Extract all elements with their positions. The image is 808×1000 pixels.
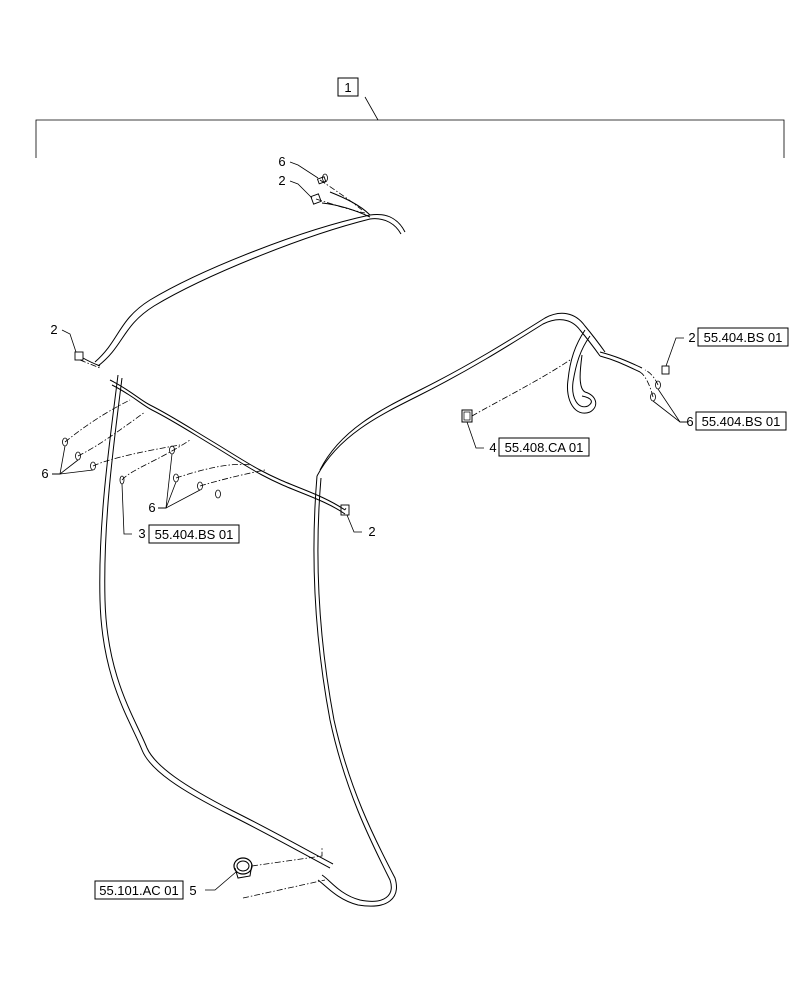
ref-item-5: 55.101.AC 01 [99,883,179,898]
callout-item-5: 5 [189,883,196,898]
ref-right-6: 55.404.BS 01 [702,414,781,429]
ref-item-3: 55.404.BS 01 [155,527,234,542]
connector-center [340,504,350,516]
callout-center-2: 2 [368,524,375,539]
item-1-label: 1 [344,80,351,95]
connector-right [650,365,670,402]
connector-left [74,351,101,367]
callout-top-2: 2 [278,173,285,188]
ref-item-4: 55.408.CA 01 [505,440,584,455]
assembly-bracket: 1 [35,77,785,158]
ref-right-2: 55.404.BS 01 [704,330,783,345]
callout-mid-6: 6 [148,500,155,515]
connector-item-4 [461,409,473,423]
callout-top-6: 6 [278,154,285,169]
assembly-lines [64,179,659,899]
connector-item-5-grommet [233,857,253,879]
callout-item-4: 4 [489,440,496,455]
callout-right-6: 6 [686,414,693,429]
callout-left-2: 2 [50,322,57,337]
callout-labels: 6 2 2 6 6 3 55.404.BS 01 2 4 55.408.CA 0… [41,154,789,900]
callout-left-6: 6 [41,466,48,481]
main-harness-wire [94,191,643,907]
leader-lines [52,161,688,891]
callout-right-2: 2 [688,330,695,345]
terminal-pins [62,173,328,499]
callout-item-3: 3 [138,526,145,541]
connector-top [310,176,327,205]
